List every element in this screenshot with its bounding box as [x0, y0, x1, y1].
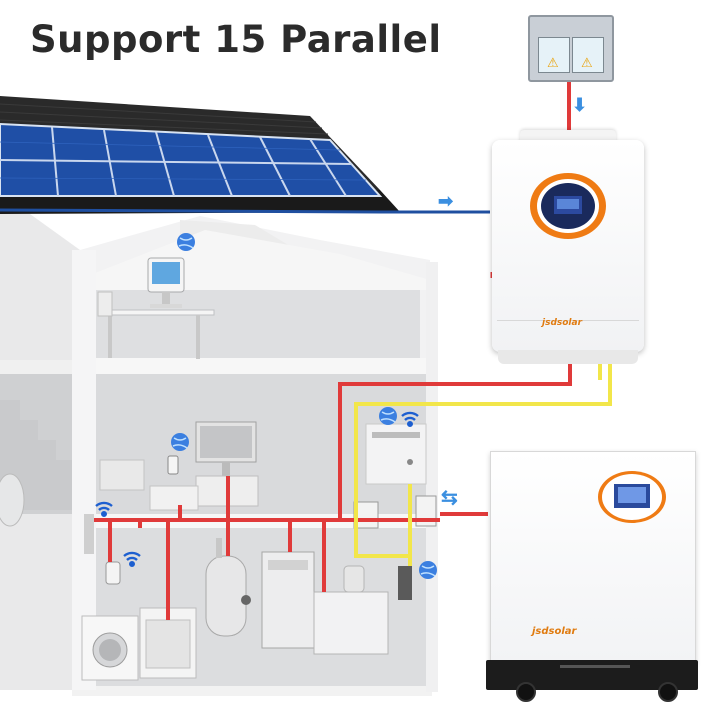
page-title: Support 15 Parallel [30, 18, 442, 61]
desk-with-computer [97, 257, 215, 359]
inverter-screen [530, 173, 606, 239]
globe-icon [419, 561, 437, 579]
meter-door-left [538, 37, 570, 73]
bidirectional-arrow-icon: ⇆ [441, 487, 458, 509]
caster-wheel [516, 682, 536, 702]
dc-wiring [354, 364, 612, 566]
caster-wheel [658, 682, 678, 702]
globe-icon [379, 407, 397, 425]
battery-handle-slot [560, 665, 630, 668]
arrow-down-icon: ⬇ [572, 95, 588, 115]
solar-panel-icon [0, 122, 383, 197]
warning-icon: ⚠ [547, 55, 559, 70]
wall-inverter-unit [365, 423, 427, 485]
pv-wire [0, 208, 490, 214]
ac-wiring [94, 364, 572, 620]
battery-screen [598, 471, 666, 523]
inverter-divider [497, 320, 639, 321]
meter-door-right [572, 37, 604, 73]
boiler-unit [313, 565, 412, 655]
socket-plug [105, 561, 121, 585]
wifi-icon [401, 411, 419, 428]
wifi-icon [95, 501, 113, 518]
globe-icon [177, 233, 195, 251]
grid-meter-icon: ⚠ ⚠ [528, 15, 614, 82]
warning-icon: ⚠ [581, 55, 593, 70]
battery-brand-logo: jsdsolar [532, 626, 577, 637]
inverter-base [498, 350, 638, 364]
inverter-brand-logo: jsdsolar [542, 318, 583, 328]
globe-icon [171, 433, 189, 451]
water-heater [205, 538, 251, 637]
wifi-icon [123, 551, 141, 568]
washing-machine [81, 615, 139, 681]
heat-pump [261, 551, 315, 649]
arrow-right-icon: ➡ [438, 191, 454, 211]
